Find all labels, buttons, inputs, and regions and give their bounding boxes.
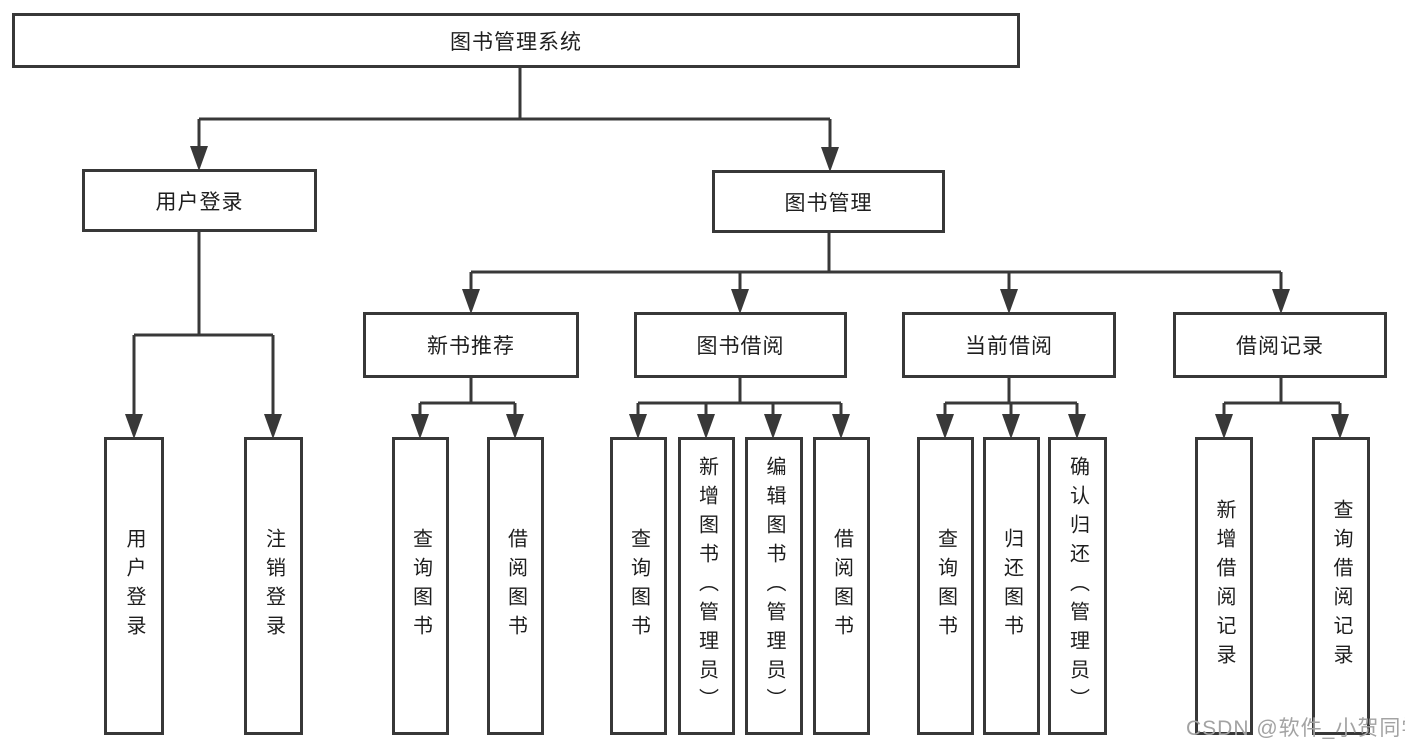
leaf-borrow-books: 借阅图书: [813, 437, 870, 735]
node-label: 图书借阅: [696, 335, 785, 358]
leaf-edit-books-admin: 编辑图书（管理员）: [745, 437, 803, 735]
leaf-label: 查询图书: [934, 528, 957, 644]
leaf-add-books-admin: 新增图书（管理员）: [678, 437, 735, 735]
leaf-query-books-borrow: 查询图书: [610, 437, 667, 735]
node-book-management: 图书管理: [712, 170, 945, 233]
node-book-borrow: 图书借阅: [634, 312, 847, 378]
node-borrow-records: 借阅记录: [1173, 312, 1387, 378]
node-label: 借阅记录: [1236, 335, 1324, 358]
leaf-label: 注销登录: [262, 528, 285, 644]
node-library-management-system: 图书管理系统: [12, 13, 1020, 68]
leaf-borrow-books-recommend: 借阅图书: [487, 437, 544, 735]
node-label: 当前借阅: [965, 335, 1053, 358]
leaf-label: 借阅图书: [830, 528, 853, 644]
leaf-label: 编辑图书（管理员）: [763, 455, 785, 717]
leaf-user-login: 用户登录: [104, 437, 164, 735]
csdn-watermark: CSDN @软件_小贺同学: [1186, 717, 1405, 740]
node-label: 图书管理: [784, 191, 873, 215]
node-current-borrow: 当前借阅: [902, 312, 1116, 378]
node-label: 用户登录: [155, 190, 244, 214]
leaf-label: 查询借阅记录: [1330, 499, 1352, 673]
leaf-label: 新增图书（管理员）: [695, 455, 718, 717]
leaf-label: 新增借阅记录: [1213, 499, 1235, 673]
leaf-return-books: 归还图书: [983, 437, 1040, 735]
leaf-label: 确认归还（管理员）: [1066, 455, 1089, 717]
leaf-label: 借阅图书: [504, 528, 527, 644]
leaf-add-borrow-record: 新增借阅记录: [1195, 437, 1253, 735]
leaf-logout: 注销登录: [244, 437, 303, 735]
node-user-login: 用户登录: [82, 169, 317, 232]
leaf-confirm-return-admin: 确认归还（管理员）: [1048, 437, 1107, 735]
leaf-query-books-recommend: 查询图书: [392, 437, 449, 735]
leaf-label: 查询图书: [627, 528, 650, 644]
node-label: 新书推荐: [427, 335, 515, 358]
leaf-query-borrow-record: 查询借阅记录: [1312, 437, 1370, 735]
leaf-label: 用户登录: [123, 528, 145, 644]
leaf-label: 归还图书: [1000, 528, 1023, 644]
node-label: 图书管理系统: [450, 30, 582, 54]
leaf-query-books-current: 查询图书: [917, 437, 974, 735]
node-new-book-recommend: 新书推荐: [363, 312, 579, 378]
leaf-label: 查询图书: [409, 528, 432, 644]
